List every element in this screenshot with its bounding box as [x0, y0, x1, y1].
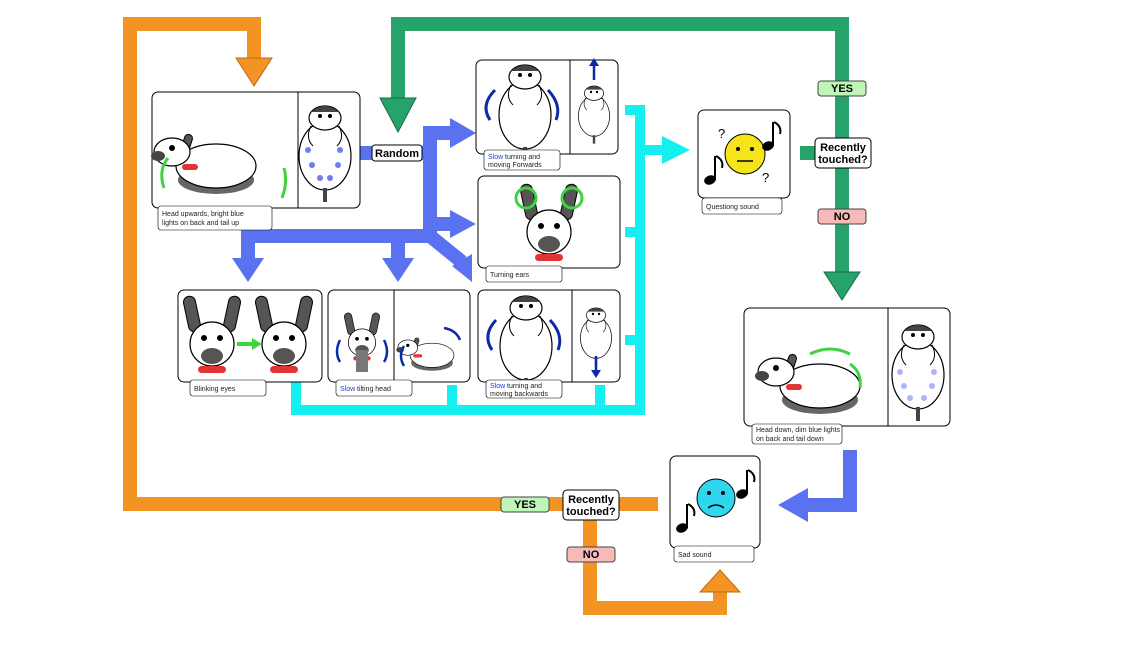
slow-backward-rest2: moving backwards [490, 391, 548, 398]
orange-arrowhead-bottom [698, 569, 742, 593]
slow-backward-slow: Slow [490, 383, 506, 390]
slow-forward-rest1: turning and [505, 154, 540, 161]
head-up-caption-line2: lights on back and tail up [162, 220, 239, 227]
yes-label-bottom: YES [514, 499, 536, 511]
slow-tilting-slow: Slow [340, 386, 356, 393]
yes-label-top: YES [831, 83, 853, 95]
no-label-bottom: NO [583, 549, 600, 561]
question-mark-icon: ? [718, 126, 725, 141]
slow-tilting-rest: tilting head [357, 386, 391, 393]
green-arrowhead-left [379, 97, 417, 134]
blue-arrowhead-6 [778, 488, 808, 522]
head-up-box: Head upwards, bright blue lights on back… [150, 91, 361, 231]
cyan-merge-arrows [291, 105, 670, 415]
blinking-eyes-box: Blinking eyes [177, 289, 323, 397]
turning-ears-box: Turning ears [477, 175, 621, 283]
sad-caption: Sad sound [678, 552, 712, 559]
blinking-eyes-caption: Blinking eyes [194, 386, 236, 393]
orange-arrowhead-top [235, 57, 273, 87]
blue-arrowhead-3 [232, 258, 264, 282]
recently-touched-label-top-2: touched? [818, 154, 868, 166]
sad-box: Sad sound [669, 455, 761, 563]
blue-arrowhead-4 [382, 258, 414, 282]
blue-arrowhead-1 [450, 118, 476, 148]
neutral-face-icon [724, 133, 766, 175]
blue-arrowhead-5 [452, 254, 472, 282]
orange-loop-arrow [123, 17, 727, 615]
questioning-caption: Questiong sound [706, 204, 759, 211]
cyan-arrowhead [662, 136, 690, 164]
question-mark-icon: ? [762, 170, 769, 185]
no-label-top: NO [834, 211, 851, 223]
recently-touched-label-top-1: Recently [820, 142, 867, 154]
questioning-box: ? ? Questiong sound [697, 109, 791, 215]
green-arrowhead-right [823, 271, 861, 301]
head-down-caption-line2: on back and tail down [756, 436, 824, 443]
slow-forward-slow: Slow [488, 154, 504, 161]
slow-forward-box: Slow turning and moving Forwards [475, 58, 619, 171]
turning-ears-caption: Turning ears [490, 272, 530, 279]
slow-backward-box: Slow turning and moving backwards [477, 289, 621, 399]
slow-backward-rest1: turning and [507, 383, 542, 390]
recently-touched-label-bottom-1: Recently [568, 494, 615, 506]
slow-forward-rest2: moving Forwards [488, 162, 542, 169]
random-label: Random [375, 148, 419, 160]
head-up-caption-line1: Head upwards, bright blue [162, 211, 244, 218]
blue-arrowhead-2 [450, 210, 476, 238]
head-down-box: Head down, dim blue lights on back and t… [743, 307, 951, 445]
head-down-caption-line1: Head down, dim blue lights [756, 427, 841, 434]
recently-touched-label-bottom-2: touched? [566, 506, 616, 518]
sad-face-icon [696, 478, 736, 518]
slow-tilting-box: Slow tilting head [327, 289, 471, 397]
